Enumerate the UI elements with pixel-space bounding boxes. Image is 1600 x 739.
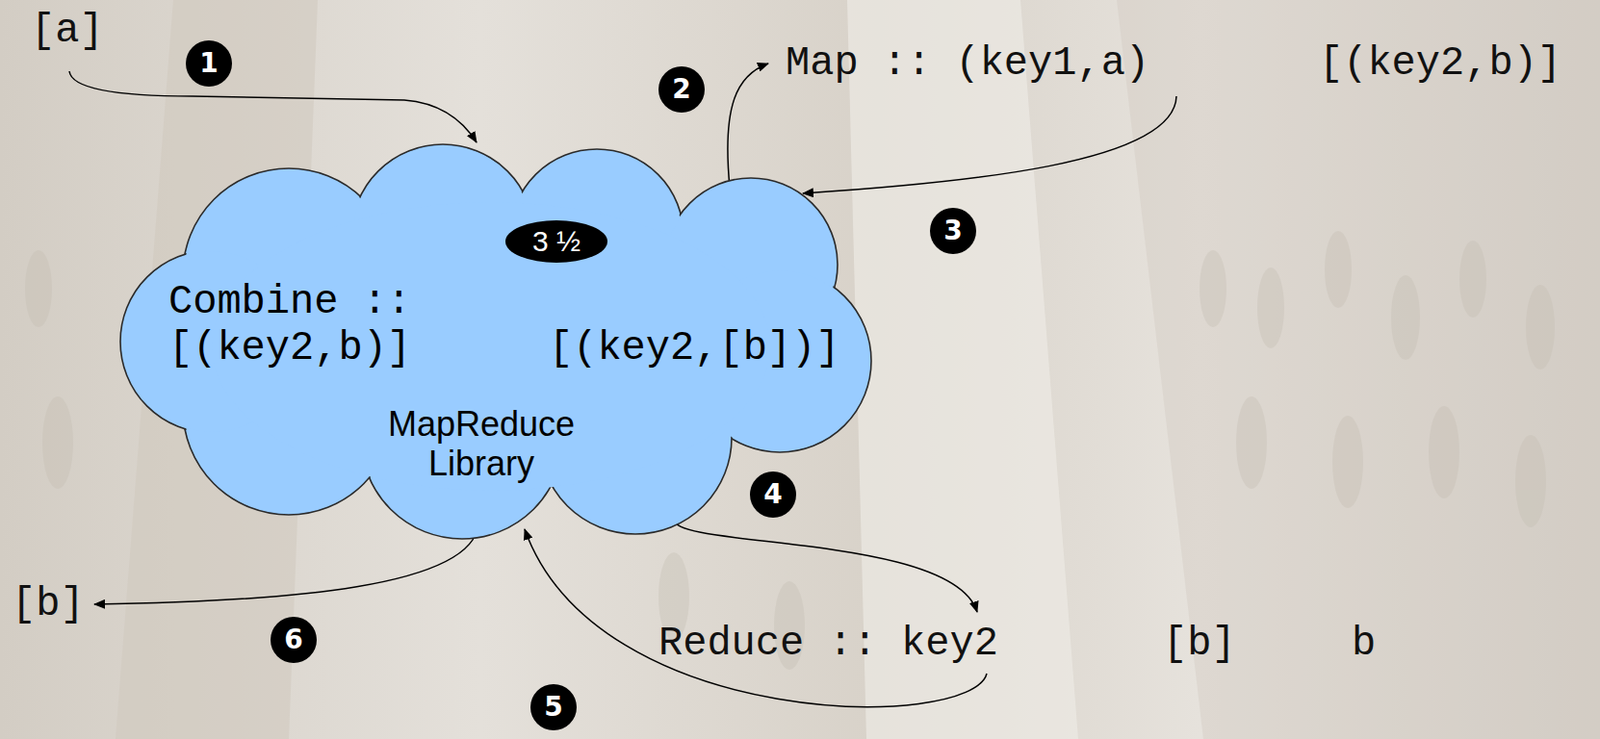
callout-number: 5 bbox=[530, 684, 577, 731]
callout-number: 2 bbox=[658, 66, 705, 113]
input-list: [a] bbox=[30, 7, 104, 54]
output-list: [b] bbox=[11, 581, 85, 628]
flow-arrow bbox=[69, 71, 477, 143]
callout-number: 3 ½ bbox=[505, 220, 608, 263]
flow-arrow bbox=[524, 529, 987, 708]
flow-arrow bbox=[673, 519, 978, 613]
flow-arrow bbox=[802, 96, 1177, 194]
type-signature: Combine :: [(key2,b)] bbox=[168, 279, 429, 372]
flow-arrow bbox=[727, 63, 769, 188]
map-output-type: [(key2,b)] bbox=[1318, 40, 1562, 87]
callout-number: 3 bbox=[929, 207, 977, 255]
callout-number: 1 bbox=[185, 40, 233, 87]
library-name: MapReduce Library bbox=[346, 404, 617, 485]
callout-number: 4 bbox=[749, 471, 797, 518]
soldier-rows bbox=[1116, 0, 1600, 739]
map-signature: Map :: (key1,a) bbox=[785, 40, 1150, 87]
type-signature: [(key2,[b])] bbox=[548, 325, 840, 372]
reduce-input-type: [b] bbox=[1162, 620, 1237, 668]
callout-number: 6 bbox=[270, 617, 317, 664]
reduce-signature: Reduce :: key2 bbox=[658, 620, 999, 668]
flow-arrow bbox=[94, 524, 479, 605]
soldier-figures bbox=[25, 231, 1555, 671]
reduce-output-type: b bbox=[1351, 620, 1376, 668]
